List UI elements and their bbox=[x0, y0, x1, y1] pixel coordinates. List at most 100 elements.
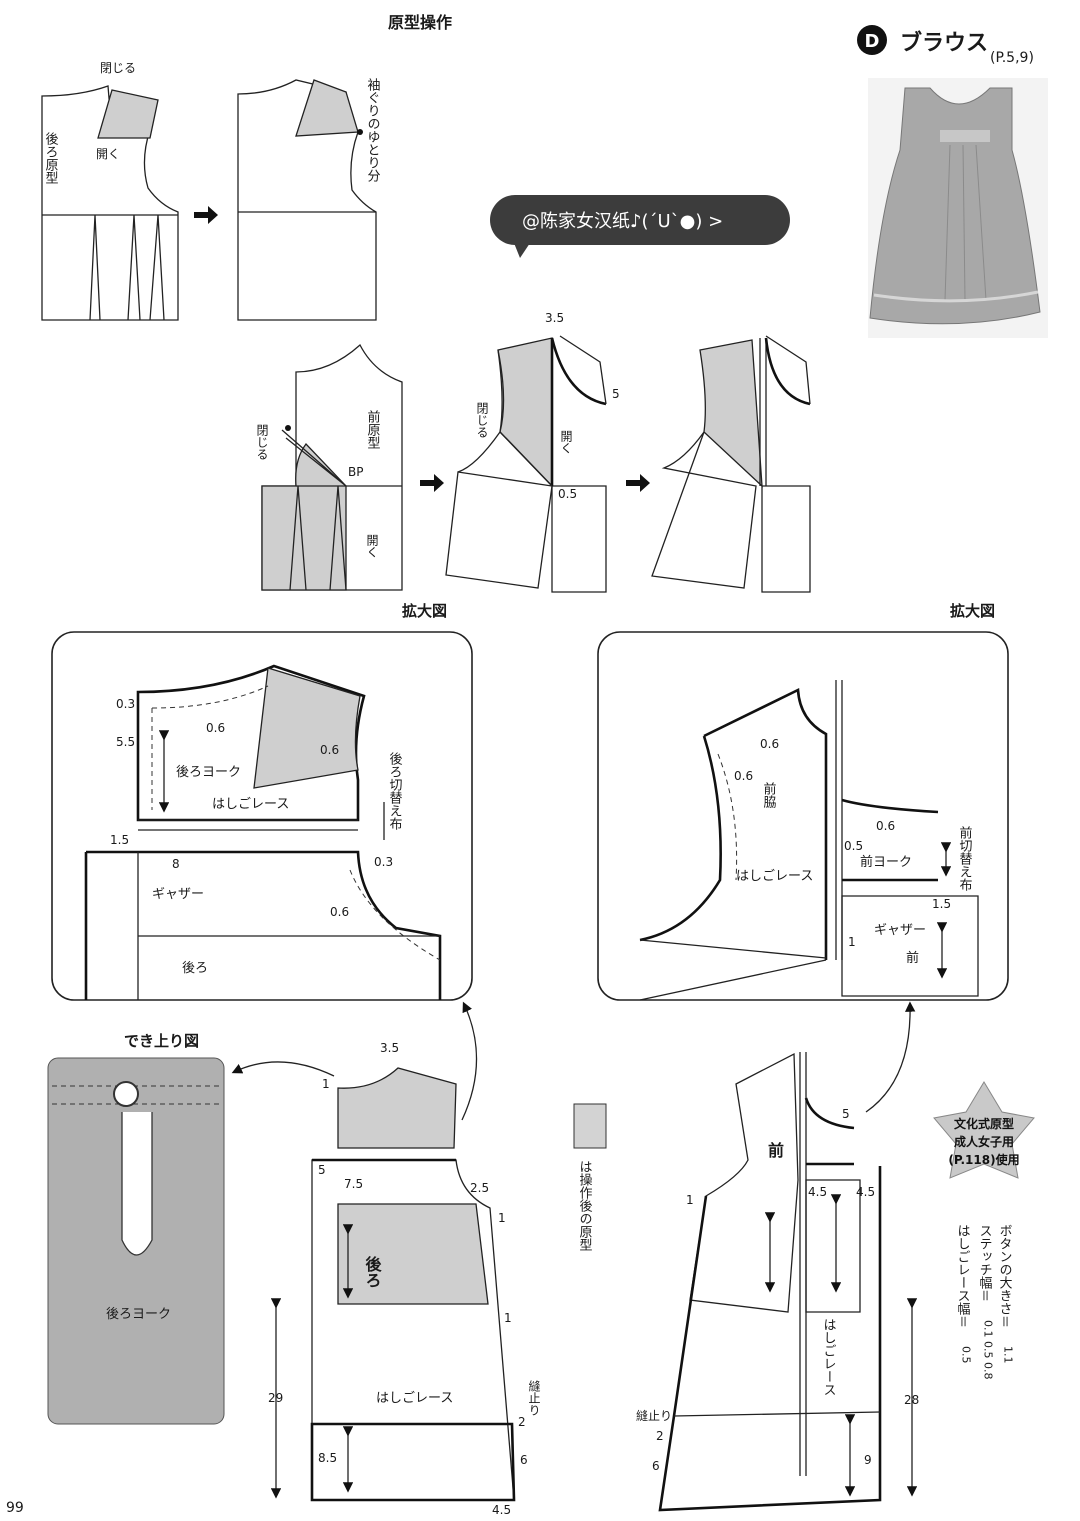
zoom-front-gather: ギャザー bbox=[874, 923, 926, 938]
blouse-photo bbox=[868, 78, 1048, 338]
front-block-name: 前原型 bbox=[365, 409, 381, 449]
zoom-back-0-6a: 0.6 bbox=[206, 721, 225, 735]
zoom-front-1-5: 1.5 bbox=[932, 897, 951, 911]
front-block-step3 bbox=[651, 335, 811, 593]
button-icon bbox=[113, 1081, 139, 1107]
note-lace-width: はしごレース幅＝ bbox=[955, 1224, 971, 1328]
zoom-front-panel: 0.6 0.6 前脇 0.5 0.6 前ヨーク はしごレース 1.5 ギャザー … bbox=[597, 631, 1009, 1001]
zoom-back-0-3: 0.3 bbox=[116, 697, 135, 711]
zoom-back-body: 後ろ bbox=[182, 961, 208, 976]
zoom-front-0-6a: 0.6 bbox=[760, 737, 779, 751]
back-pattern-6: 6 bbox=[520, 1453, 528, 1467]
back-block-after: 袖ぐりのゆとり分 bbox=[237, 78, 381, 321]
note-button-size-value: 1.1 bbox=[1002, 1346, 1015, 1364]
zoom-back-panel: 0.3 5.5 0.6 0.6 後ろヨーク はしごレース 1.5 8 0.3 ギ… bbox=[51, 631, 473, 1001]
back-open-label: 開く bbox=[96, 147, 120, 161]
design-name: ブラウス bbox=[900, 30, 988, 56]
back-block-before: 閉じる 開く 後ろ原型 bbox=[41, 61, 179, 321]
back-pattern-lace: はしごレース bbox=[376, 1390, 453, 1406]
back-pattern-2: 2 bbox=[518, 1415, 526, 1429]
note-lace-width-value: 0.5 bbox=[960, 1346, 973, 1364]
back-block-name: 後ろ原型 bbox=[43, 132, 59, 184]
back-close-label: 閉じる bbox=[100, 61, 136, 75]
design-letter: D bbox=[865, 31, 880, 52]
zoom-back-switch: 後ろ切替え布 bbox=[387, 752, 403, 831]
back-pattern-1c: 1 bbox=[504, 1311, 512, 1325]
front-pattern-6: 6 bbox=[652, 1459, 660, 1473]
pattern-badge: 文化式原型 成人女子用 (P.118)使用 bbox=[933, 1081, 1035, 1179]
section-title: 原型操作 bbox=[388, 13, 452, 32]
back-pattern-3-5: 3.5 bbox=[380, 1041, 399, 1055]
front-pattern-body: 前 bbox=[768, 1141, 784, 1160]
front-step2-0-5: 0.5 bbox=[558, 487, 577, 501]
zoom-front-switch: 前切替え布 bbox=[957, 825, 973, 892]
zoom-back-0-3b: 0.3 bbox=[374, 855, 393, 869]
back-pattern-stop: 縫止り bbox=[527, 1379, 541, 1416]
zoom-back-0-6b: 0.6 bbox=[320, 743, 339, 757]
zoom-front-lace: はしごレース bbox=[736, 868, 813, 884]
back-pattern-4-5: 4.5 bbox=[492, 1503, 511, 1517]
connector-arrow bbox=[231, 1061, 335, 1077]
connector-arrow bbox=[461, 1001, 478, 1121]
front-close-dot-icon bbox=[285, 425, 291, 431]
back-pattern-2-5: 2.5 bbox=[470, 1181, 489, 1195]
arrow-right-icon bbox=[194, 206, 218, 224]
badge-line1: 文化式原型 bbox=[954, 1116, 1014, 1131]
zoom-back-8: 8 bbox=[172, 857, 180, 871]
front-pattern-1: 1 bbox=[686, 1193, 694, 1207]
zoom-back-5-5: 5.5 bbox=[116, 735, 135, 749]
back-pattern: 3.5 1 5 7.5 2.5 1 後ろ 1 29 はしごレース 縫止り 2 8… bbox=[268, 1041, 541, 1517]
finished-title: でき上り図 bbox=[124, 1032, 199, 1050]
armhole-ease-label: 袖ぐりのゆとり分 bbox=[365, 78, 381, 183]
legend: は操作後の原型 bbox=[573, 1103, 607, 1251]
back-pattern-29: 29 bbox=[268, 1391, 283, 1405]
legend-swatch bbox=[573, 1103, 607, 1149]
zoom-front-0-6c: 0.6 bbox=[876, 819, 895, 833]
zoom-front-body: 前 bbox=[906, 950, 919, 966]
finished-view: 後ろヨーク bbox=[47, 1057, 225, 1425]
badge-line3: (P.118)使用 bbox=[948, 1152, 1019, 1167]
note-stitch-width: ステッチ幅＝ bbox=[977, 1224, 993, 1302]
finished-yoke: 後ろヨーク bbox=[106, 1307, 171, 1322]
front-pattern-2: 2 bbox=[656, 1429, 664, 1443]
front-step2-close: 閉じる bbox=[475, 402, 489, 438]
front-step2-open: 開く bbox=[559, 430, 573, 454]
badge-line2: 成人女子用 bbox=[954, 1134, 1014, 1149]
back-pattern-8-5: 8.5 bbox=[318, 1451, 337, 1465]
back-pattern-body: 後ろ bbox=[363, 1255, 382, 1288]
front-block-before: 前原型 閉じる BP 開く bbox=[255, 343, 403, 591]
note-stitch-width-value: 0.1 0.5 0.8 bbox=[982, 1320, 995, 1379]
zoom-back-1-5: 1.5 bbox=[110, 833, 129, 847]
front-pattern-4-5a: 4.5 bbox=[808, 1185, 827, 1199]
zoom-back-lace: はしごレース bbox=[212, 796, 289, 812]
front-pattern: 前 5 1 4.5 4.5 はしごレース 縫止り 2 6 9 28 bbox=[636, 1052, 919, 1512]
front-pattern-4-5b: 4.5 bbox=[856, 1185, 875, 1199]
zoom-front-yoke: 前ヨーク bbox=[860, 854, 912, 870]
zoom-front-1: 1 bbox=[848, 935, 856, 949]
watermark-bubble: @陈家女汉纸♪(´U`●) > bbox=[490, 195, 790, 258]
page-number: 99 bbox=[6, 1500, 24, 1516]
zoom-front-0-6b: 0.6 bbox=[734, 769, 753, 783]
design-heading: D ブラウス (P.5,9) bbox=[857, 25, 1034, 66]
front-open-label: 開く bbox=[365, 534, 379, 558]
front-bp-label: BP bbox=[348, 465, 363, 479]
legend-text: は操作後の原型 bbox=[577, 1160, 593, 1251]
watermark-text: @陈家女汉纸♪(´U`●) > bbox=[522, 211, 723, 232]
front-pattern-9: 9 bbox=[864, 1453, 872, 1467]
front-pattern-lace: はしごレース bbox=[821, 1318, 836, 1396]
front-pattern-5: 5 bbox=[842, 1107, 850, 1121]
zoom-front-title: 拡大図 bbox=[950, 602, 995, 620]
front-step2-5: 5 bbox=[612, 387, 620, 401]
front-step2-3-5: 3.5 bbox=[545, 311, 564, 325]
zoom-front-side: 前脇 bbox=[761, 781, 777, 808]
note-button-size: ボタンの大きさ＝ bbox=[997, 1224, 1013, 1328]
zoom-back-title: 拡大図 bbox=[402, 602, 447, 620]
zoom-front-0-5: 0.5 bbox=[844, 839, 863, 853]
arrow-right-icon bbox=[626, 474, 650, 492]
design-page-ref: (P.5,9) bbox=[990, 50, 1034, 66]
connector-arrow bbox=[865, 1001, 916, 1113]
front-close-label: 閉じる bbox=[255, 424, 269, 460]
arrow-right-icon bbox=[420, 474, 444, 492]
front-pattern-28: 28 bbox=[904, 1393, 919, 1407]
